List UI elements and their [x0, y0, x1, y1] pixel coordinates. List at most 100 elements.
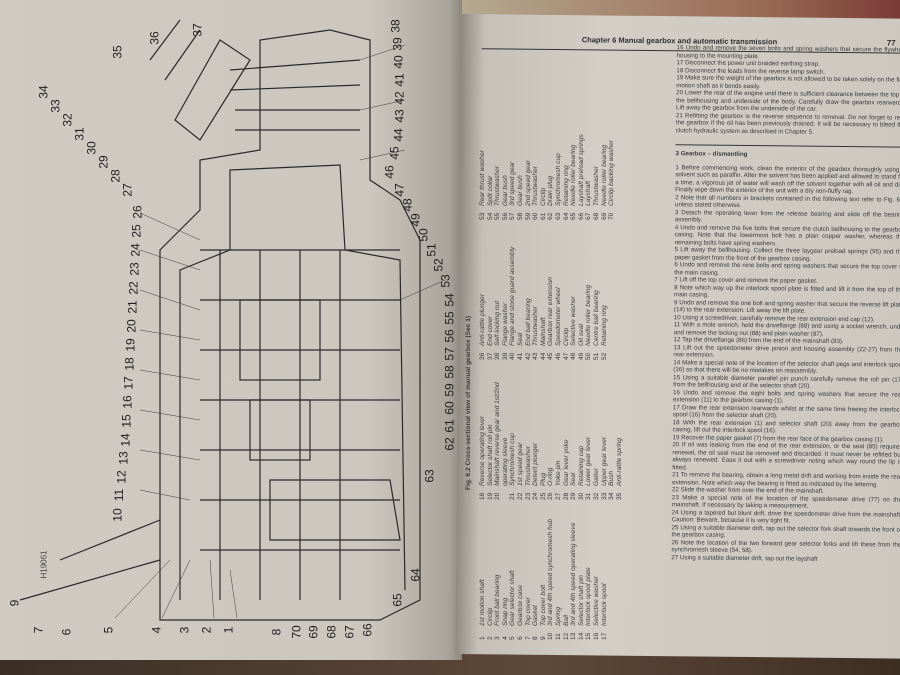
paragraph: 17 Draw the rear extension rearwards whi… — [672, 403, 900, 420]
legend-label: 1st motion shaft — [479, 579, 486, 626]
callout-54: 54 — [442, 293, 457, 307]
legend-number: 5 — [509, 636, 517, 640]
legend-label: Gearbox rear extension — [547, 277, 555, 346]
legend-number: 58 — [516, 212, 524, 220]
callout-37: 37 — [190, 23, 205, 37]
callout-68: 68 — [324, 625, 339, 639]
legend-item: 6 Gearbox case — [517, 508, 525, 640]
callout-32: 32 — [60, 113, 75, 127]
running-header: Chapter 6 Manual gearbox and automatic t… — [462, 26, 900, 54]
legend-label: Gear bush — [501, 175, 509, 206]
legend-number: 18 — [479, 492, 486, 500]
legend-number: 65 — [570, 212, 578, 220]
legend-label: 2nd speed gear — [524, 160, 532, 206]
callout-43: 43 — [392, 109, 407, 123]
callout-16: 16 — [120, 395, 135, 409]
paragraph: 23 Make a special note of the location o… — [671, 493, 900, 510]
callout-62: 62 — [442, 437, 457, 451]
legend-label: Flange washer — [501, 302, 509, 346]
callout-49: 49 — [408, 213, 423, 227]
callout-24: 24 — [128, 243, 143, 257]
callout-55: 55 — [442, 311, 457, 325]
callout-30: 30 — [84, 141, 99, 155]
figure-caption: Fig. 6.2 Cross-sectional view of manual … — [465, 315, 472, 490]
legend-number: 6 — [516, 636, 524, 640]
legend-label: Rear thrust washer — [479, 150, 486, 206]
legend-number: 8 — [532, 636, 540, 640]
section-heading: 3 Gearbox – dismantling — [675, 144, 900, 161]
legend-label: Circlip backing washer — [608, 140, 616, 206]
legend-label: Top cover bolt — [539, 584, 547, 626]
legend-number: 46 — [554, 352, 562, 360]
callout-50: 50 — [416, 228, 431, 242]
legend-number: 37 — [486, 352, 494, 360]
paragraph: 27 Using a suitable diameter drift, tap … — [671, 553, 818, 563]
callout-61: 61 — [442, 419, 457, 433]
callout-7: 7 — [31, 626, 46, 634]
paragraph: 18 With the rear extension (1) and selec… — [672, 418, 900, 435]
legend-number: 17 — [600, 632, 608, 640]
legend-label: Snap ring — [501, 597, 509, 626]
callout-15: 15 — [119, 414, 134, 428]
legend-label: Circlip — [539, 187, 547, 206]
legend-number: 63 — [554, 212, 562, 220]
legend-number: 56 — [501, 212, 509, 220]
legend-number: 1 — [479, 636, 486, 640]
legend-item: 50 Needle roller bearing — [585, 228, 593, 360]
callout-52: 52 — [431, 258, 446, 272]
legend-number: 35 — [615, 492, 623, 500]
paragraph: 9 Undo and remove the one bolt and sprin… — [673, 298, 900, 315]
legend-number: 23 — [524, 492, 532, 500]
legend-number: 57 — [509, 212, 517, 220]
legend-label: Gearbox case — [516, 584, 524, 626]
legend-label: Drain plug — [547, 175, 555, 206]
legend-item: 56 Gear bush — [502, 88, 510, 220]
legend-item: 63 Synchromesh cup — [555, 88, 563, 220]
legend-label: Gear bush — [516, 175, 524, 206]
legend-label: Seal — [570, 472, 578, 486]
callout-60: 60 — [442, 401, 457, 415]
legend-item: 58 Gear bush — [517, 88, 525, 220]
legend-number: 11 — [554, 633, 562, 640]
legend-label: Thrustwasher — [532, 166, 540, 206]
legend-number: 22 — [516, 492, 524, 500]
paragraph: 20 Lower the rear of the engine until th… — [675, 89, 900, 113]
legend-number: 69 — [600, 212, 608, 220]
legend-label: Centre ball bearing — [592, 290, 600, 346]
legend-label: Synchromesh cup — [554, 153, 562, 206]
legend-label: Reverse operating lever — [479, 415, 486, 486]
callout-33: 33 — [48, 99, 63, 113]
callout-22: 22 — [126, 281, 141, 295]
callout-38: 38 — [388, 19, 403, 33]
legend-number: 26 — [547, 492, 555, 500]
legend-number: 50 — [585, 352, 593, 360]
legend-number: 29 — [570, 492, 578, 500]
legend-label: Seal — [516, 332, 524, 346]
callout-25: 25 — [129, 224, 144, 238]
legend-label: Needle roller bearing — [585, 284, 593, 346]
legend-number: 3 — [494, 636, 502, 640]
legend-label: Thrustwasher — [532, 306, 540, 346]
callout-14: 14 — [118, 433, 133, 447]
legend-label: Yoke pin — [554, 460, 562, 486]
callout-23: 23 — [127, 262, 142, 276]
legend-number: 60 — [532, 212, 540, 220]
